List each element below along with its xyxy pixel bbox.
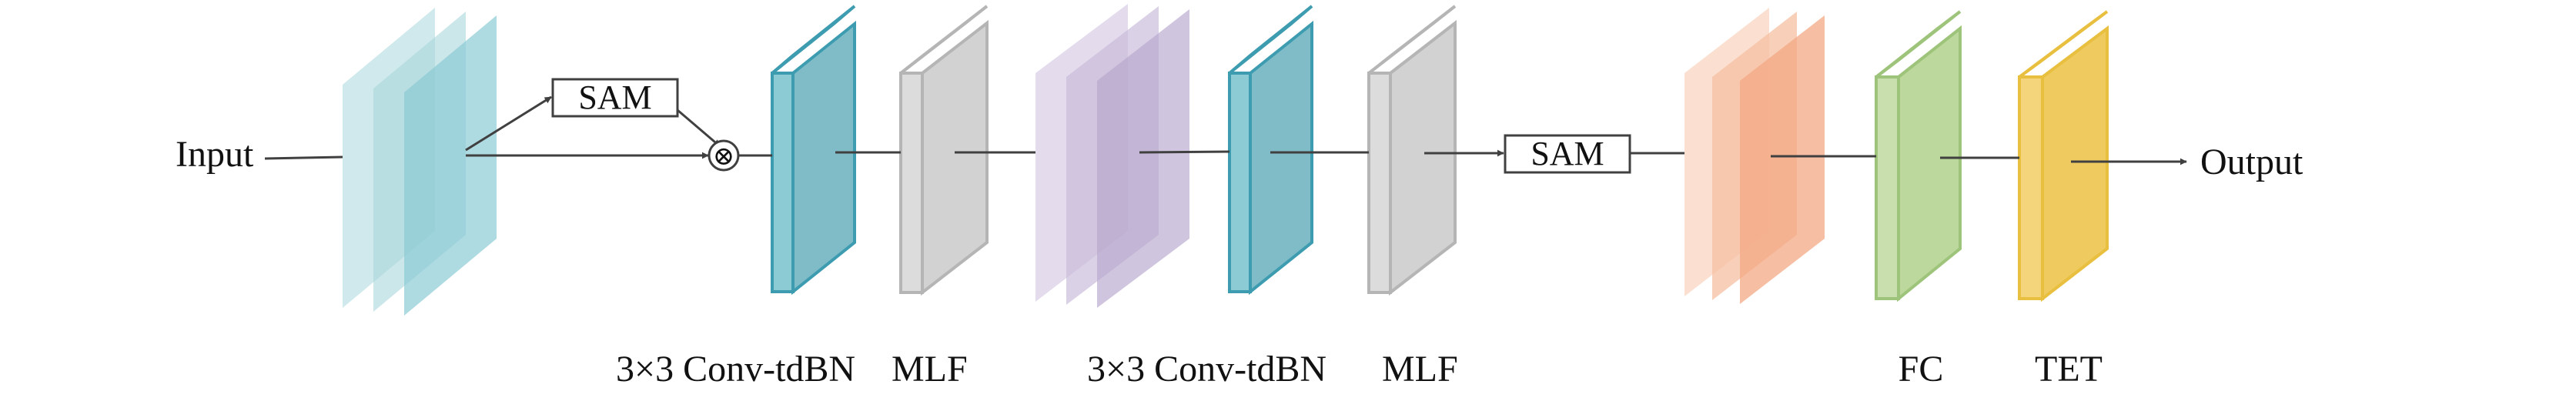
- input-label: Input: [176, 134, 254, 175]
- fc-block: [1875, 10, 1962, 302]
- mlf-block-1: [899, 5, 989, 296]
- sam-module-2: SAM: [1504, 134, 1631, 174]
- multiply-symbol: ⊗: [713, 142, 735, 171]
- output-label: Output: [2200, 142, 2303, 182]
- fc-label: FC: [1899, 349, 1944, 389]
- sam-module-1: SAM: [551, 78, 679, 118]
- input-feature-stack: [343, 8, 497, 316]
- intermediate-feature-stack: [1035, 4, 1189, 308]
- sam-label-2: SAM: [1531, 135, 1604, 172]
- mlf-label-2: MLF: [1382, 349, 1458, 389]
- conv-label-1: 3×3 Conv-tdBN: [616, 349, 855, 389]
- conv-label-2: 3×3 Conv-tdBN: [1087, 349, 1326, 389]
- pooled-feature-stack: [1684, 8, 1825, 304]
- edge-input-to-stack: [264, 155, 343, 160]
- mlf-label-1: MLF: [892, 349, 968, 389]
- conv-tdbn-block-1: [771, 5, 856, 296]
- edge-sam-to-multiply: [677, 109, 721, 148]
- sam-label-1: SAM: [578, 79, 651, 116]
- multiply-operator: ⊗: [708, 139, 740, 172]
- tet-block: [2018, 10, 2109, 302]
- conv-tdbn-block-2: [1228, 5, 1313, 296]
- mlf-block-2: [1367, 5, 1457, 296]
- tet-label: TET: [2035, 349, 2103, 389]
- edge-stack-to-sam: [465, 95, 552, 152]
- connection-lines: [264, 95, 2187, 165]
